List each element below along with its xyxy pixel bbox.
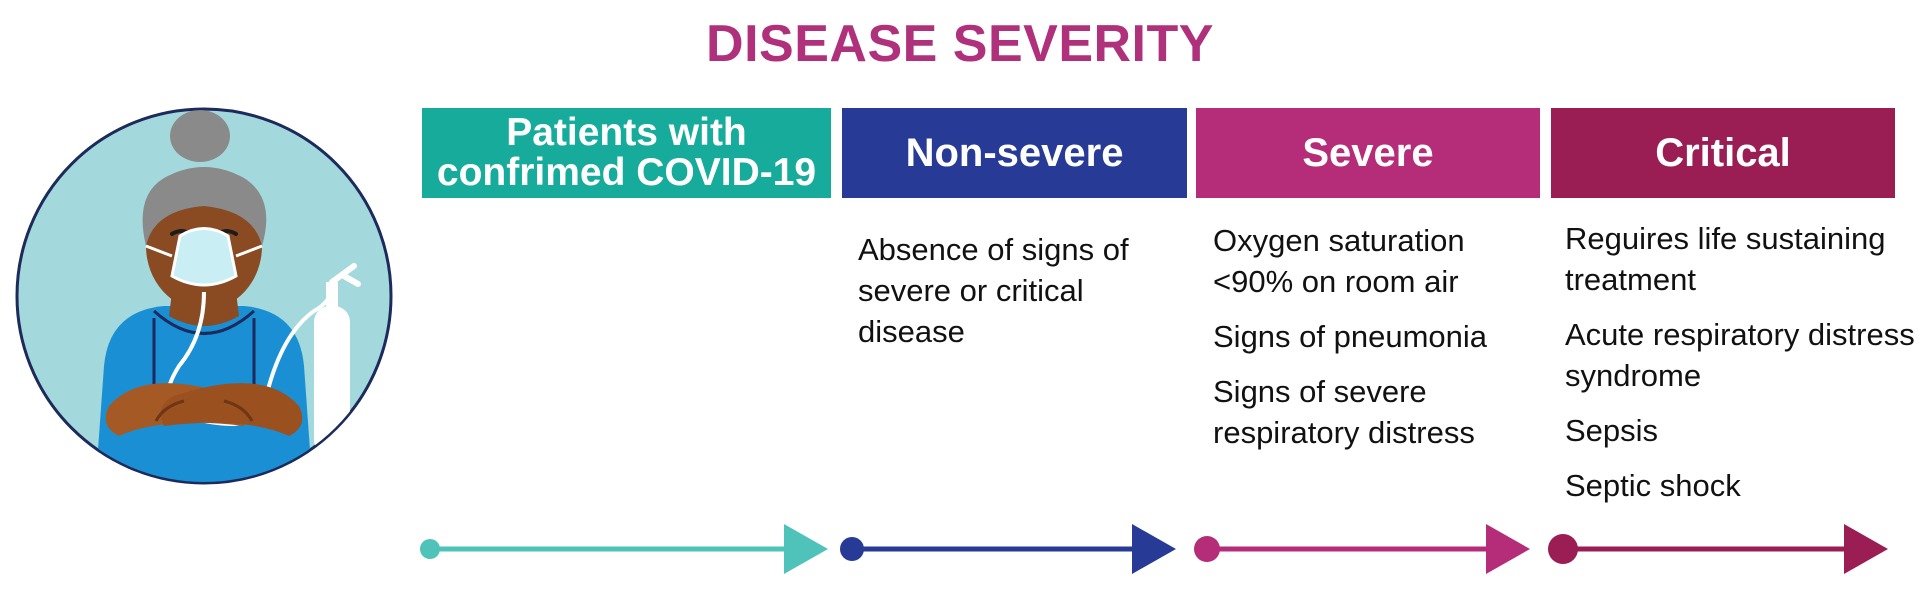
arrow-start-dot: [420, 539, 440, 559]
arrow-start-dot: [840, 537, 864, 561]
progression-arrow-severe: [1194, 524, 1530, 574]
criterion-life-sustaining-treatment: Reguires life sustaining treatment: [1565, 221, 1886, 297]
arrow-start-dot: [1548, 534, 1578, 564]
criterion-sepsis: Sepsis: [1565, 413, 1659, 448]
patient-with-oxygen-mask-illustration: [15, 107, 393, 485]
oxygen-mask: [170, 227, 238, 287]
stage-header-severe: Severe: [1196, 108, 1540, 198]
criterion-absence-of-signs: Absence of signs of severe or critical d…: [858, 232, 1129, 349]
criterion-ards: Acute respiratory distress syndrome: [1565, 317, 1915, 393]
non-severe-criteria: Absence of signs of severe or critical d…: [858, 229, 1178, 366]
hair: [142, 167, 267, 246]
arm-right: [160, 383, 303, 436]
stage-header-non-severe: Non-severe: [842, 108, 1187, 198]
severe-criteria: Oxygen saturation <90% on room air Signs…: [1213, 220, 1543, 467]
arrow-start-dot: [1194, 536, 1220, 562]
arrow-head: [1486, 524, 1530, 574]
progression-arrow-patients: [420, 524, 828, 574]
critical-criteria: Reguires life sustaining treatment Acute…: [1565, 218, 1915, 520]
arrow-head: [784, 524, 828, 574]
criterion-septic-shock: Septic shock: [1565, 468, 1741, 503]
criterion-pneumonia: Signs of pneumonia: [1213, 319, 1488, 354]
stage-header-patients-line-1: Patients with: [506, 111, 747, 154]
stage-header-critical: Critical: [1551, 108, 1895, 198]
progression-arrow-non-severe: [840, 524, 1176, 574]
criterion-oxygen-saturation: Oxygen saturation <90% on room air: [1213, 223, 1465, 299]
criterion-respiratory-distress: Signs of severe respiratory distress: [1213, 374, 1475, 450]
progression-arrow-critical: [1548, 524, 1888, 574]
arrow-head: [1844, 524, 1888, 574]
oxygen-tank: [314, 306, 350, 456]
diagram-title: DISEASE SEVERITY: [706, 15, 1214, 73]
arrow-head: [1132, 524, 1176, 574]
stage-header-patients-line-2: confrimed COVID-19: [436, 151, 817, 194]
